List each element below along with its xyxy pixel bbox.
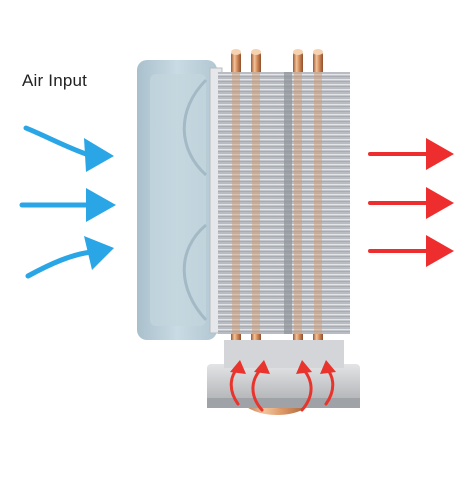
fin-stack-gap [284,72,292,334]
heatpipe-cap [293,49,303,55]
arrowhead-icon [320,360,336,374]
arrowhead-icon [84,138,114,172]
arrowhead-icon [254,360,270,374]
base-plate [207,364,360,408]
base-contact [224,340,344,368]
arrowhead-icon [426,187,454,219]
heatpipe-through-fins [252,72,260,334]
heatpipe-through-fins [294,72,302,334]
intake-arrows [19,125,116,279]
curved-arrow-icon [25,249,95,279]
heatpipe-cap [231,49,241,55]
exhaust-arrows [368,138,454,267]
fin-stack [218,72,350,334]
fan-frame-inner [150,74,206,326]
fan-blade [182,223,208,322]
heatpipe-cap [251,49,261,55]
fan [137,60,223,340]
arrowhead-icon [230,360,246,374]
fan-blade [182,78,208,177]
arrowhead-icon [296,360,312,374]
arrowhead-icon [426,235,454,267]
heatpipe-through-fins [232,72,240,334]
cooler-base [207,340,360,408]
curved-arrow-icon [23,125,95,159]
base-plate-edge [207,398,360,408]
heat-flow-arrows [229,360,336,412]
arrowhead-icon [86,188,116,222]
heatpipe-cap [313,49,323,55]
arrowhead-icon [426,138,454,170]
air-input-label: Air Input [22,71,88,90]
heatpipe-through-fins [314,72,322,334]
arrowhead-icon [84,236,114,270]
